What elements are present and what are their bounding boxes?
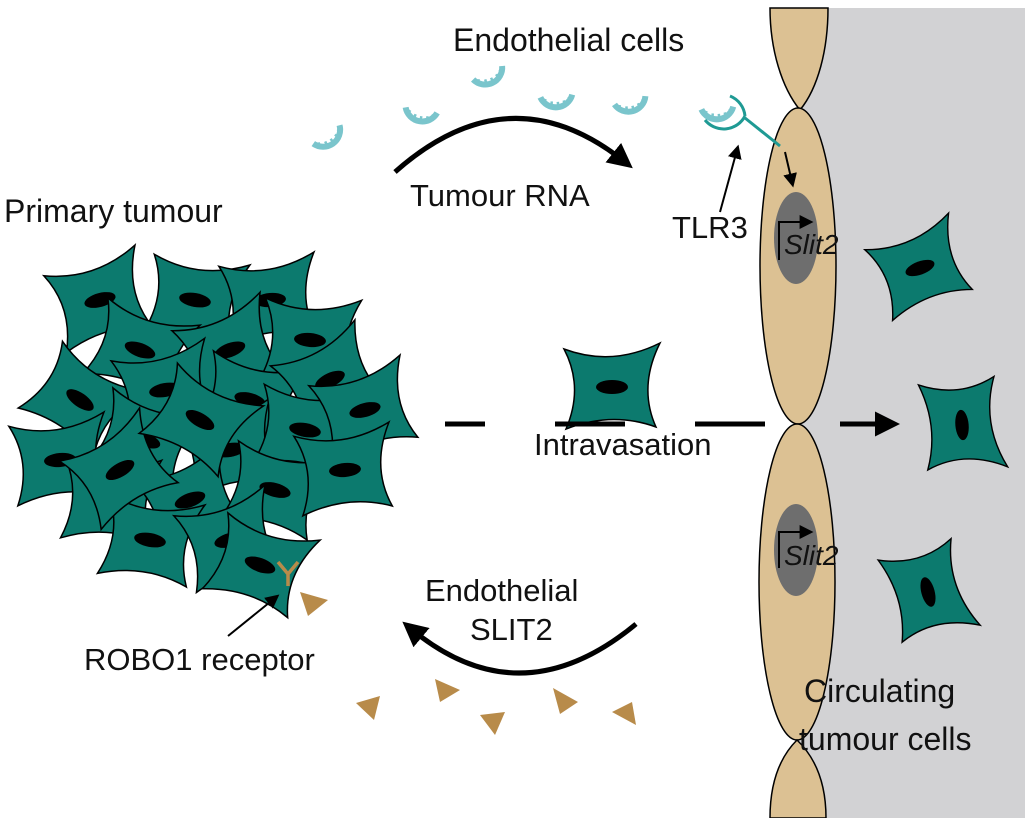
tumour-rna-label: Tumour RNA	[410, 178, 590, 213]
tlr3-label: TLR3	[672, 210, 748, 245]
tlr3-pointer-arrow	[719, 144, 742, 213]
circulating-label-line1: Circulating	[804, 673, 955, 709]
rna-icon	[614, 96, 648, 116]
slit2-protein-icon	[435, 679, 460, 702]
slit2-proteins	[356, 679, 636, 735]
slit2-protein-icon	[480, 712, 505, 735]
rna-icon	[540, 95, 573, 110]
slit2-secretion-arrow	[402, 621, 638, 676]
endothelial-cells-label: Endothelial cells	[453, 22, 684, 58]
slit2-gene-label-upper: Slit2	[784, 229, 839, 260]
slit2-protein-icon	[612, 702, 636, 725]
primary-tumour-cluster	[7, 244, 423, 622]
intravasation-label: Intravasation	[534, 427, 712, 462]
robo1-receptor-icon	[276, 560, 328, 616]
slit2-protein-icon	[553, 688, 578, 714]
slit2-gene-label-lower: Slit2	[784, 540, 839, 571]
rna-icon	[404, 107, 438, 124]
signal-arrow	[783, 151, 797, 188]
promoter-arrow-icon-lower	[778, 525, 814, 568]
rna-bound-icon	[701, 107, 734, 122]
rna-icon	[313, 125, 346, 153]
robo1-receptor-label: ROBO1 receptor	[84, 642, 315, 677]
tlr3-receptor	[703, 94, 781, 148]
promoter-arrow-icon-upper	[778, 215, 814, 260]
primary-tumour-label: Primary tumour	[4, 193, 223, 229]
circulating-label-line2: tumour cells	[799, 721, 972, 757]
rna-molecules	[313, 66, 734, 153]
rna-icon	[473, 66, 507, 90]
robo1-pointer-arrow	[227, 594, 280, 637]
endothelial-slit2-label-line1: Endothelial	[425, 573, 578, 608]
tumour-rna-arrow	[393, 115, 633, 174]
intravasating-tumour-cell	[563, 342, 661, 430]
endothelial-slit2-label-line2: SLIT2	[470, 612, 553, 647]
slit2-protein-icon	[356, 696, 380, 720]
